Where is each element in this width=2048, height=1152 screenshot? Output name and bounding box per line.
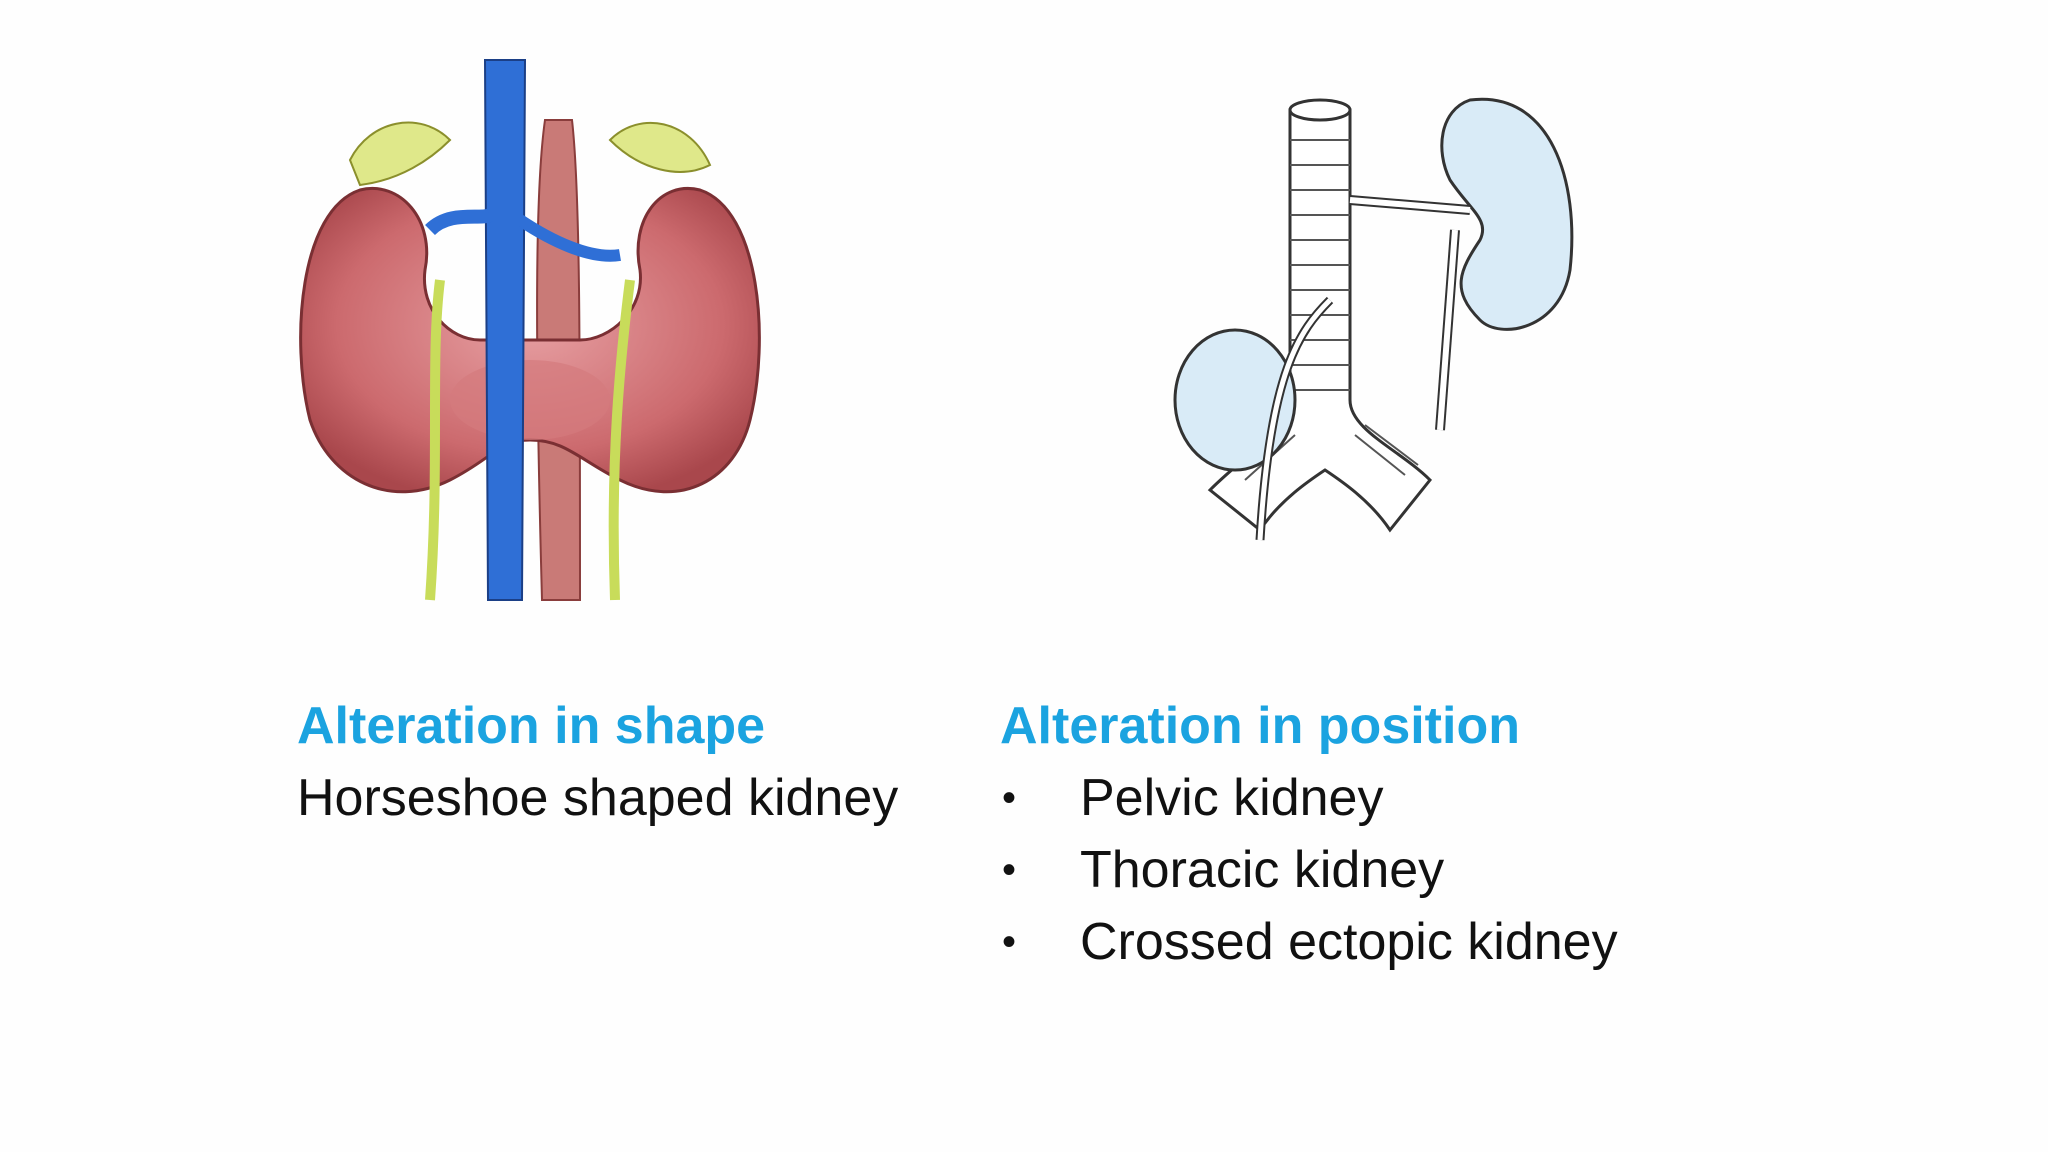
shape-alteration-section: Alteration in shape Horseshoe shaped kid…: [297, 690, 898, 834]
list-item: • Thoracic kidney: [1000, 834, 1618, 906]
bullet-icon: •: [1002, 775, 1017, 820]
bullet-icon: •: [1002, 919, 1017, 964]
position-heading: Alteration in position: [1000, 697, 1520, 755]
shape-heading: Alteration in shape: [297, 697, 766, 755]
bullet-text: Thoracic kidney: [1080, 841, 1445, 899]
crossed-ectopic-kidney-illustration: [1173, 97, 1574, 541]
bullet-icon: •: [1002, 847, 1017, 892]
position-bullet-list: • Pelvic kidney • Thoracic kidney • Cros…: [1000, 762, 1618, 978]
horseshoe-kidney-illustration: [299, 59, 761, 601]
position-alteration-section: Alteration in position • Pelvic kidney •…: [1000, 690, 1618, 978]
list-item: • Pelvic kidney: [1000, 762, 1618, 834]
shape-description: Horseshoe shaped kidney: [297, 769, 899, 827]
list-item: • Crossed ectopic kidney: [1000, 906, 1618, 978]
bullet-text: Pelvic kidney: [1080, 769, 1384, 827]
bullet-text: Crossed ectopic kidney: [1080, 913, 1618, 971]
